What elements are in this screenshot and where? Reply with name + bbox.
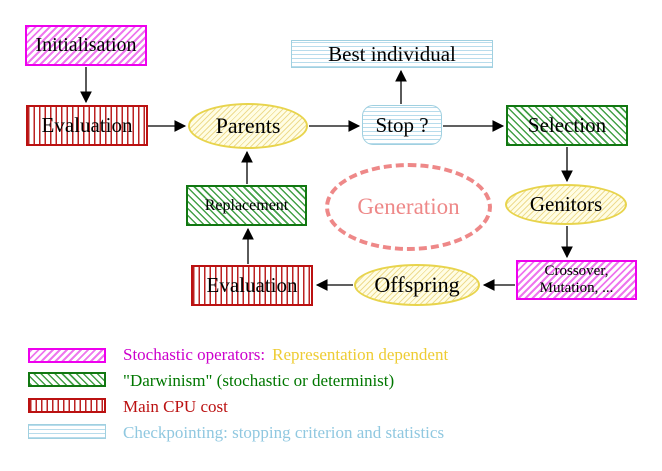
node-best-individual: Best individual bbox=[291, 40, 493, 68]
node-replacement: Replacement bbox=[186, 185, 307, 226]
legend-swatch-checkpointing bbox=[28, 424, 106, 439]
legend-label-stochastic-primary: Stochastic operators: bbox=[123, 345, 266, 364]
node-stop: Stop ? bbox=[362, 105, 442, 145]
node-evaluation-bottom: Evaluation bbox=[191, 265, 313, 306]
legend-swatch-darwinism bbox=[28, 372, 106, 387]
legend-label-stochastic-operators: Stochastic operators: Representation depe… bbox=[123, 345, 448, 365]
legend-swatch-stochastic-operators bbox=[28, 348, 106, 363]
crossover-label-line1: Crossover, bbox=[544, 262, 609, 279]
legend-label-checkpointing: Checkpointing: stopping criterion and st… bbox=[123, 423, 445, 442]
generation-loop-ellipse: Generation bbox=[325, 163, 492, 251]
legend-label-darwinism: "Darwinism" (stochastic or determinist) bbox=[123, 371, 395, 390]
node-crossover-mutation: Crossover, Mutation, ... bbox=[516, 260, 637, 300]
node-selection: Selection bbox=[506, 105, 628, 146]
legend-label-cpu-cost: Main CPU cost bbox=[123, 397, 228, 416]
legend-label-representation-dependent: Representation dependent bbox=[272, 345, 449, 364]
node-initialisation: Initialisation bbox=[25, 25, 147, 66]
node-parents: Parents bbox=[188, 103, 308, 149]
node-genitors: Genitors bbox=[505, 184, 627, 225]
node-evaluation-top: Evaluation bbox=[26, 105, 148, 146]
crossover-label-line2: Mutation, ... bbox=[539, 280, 614, 296]
legend-swatch-cpu-cost bbox=[28, 398, 106, 413]
node-offspring: Offspring bbox=[354, 264, 480, 306]
